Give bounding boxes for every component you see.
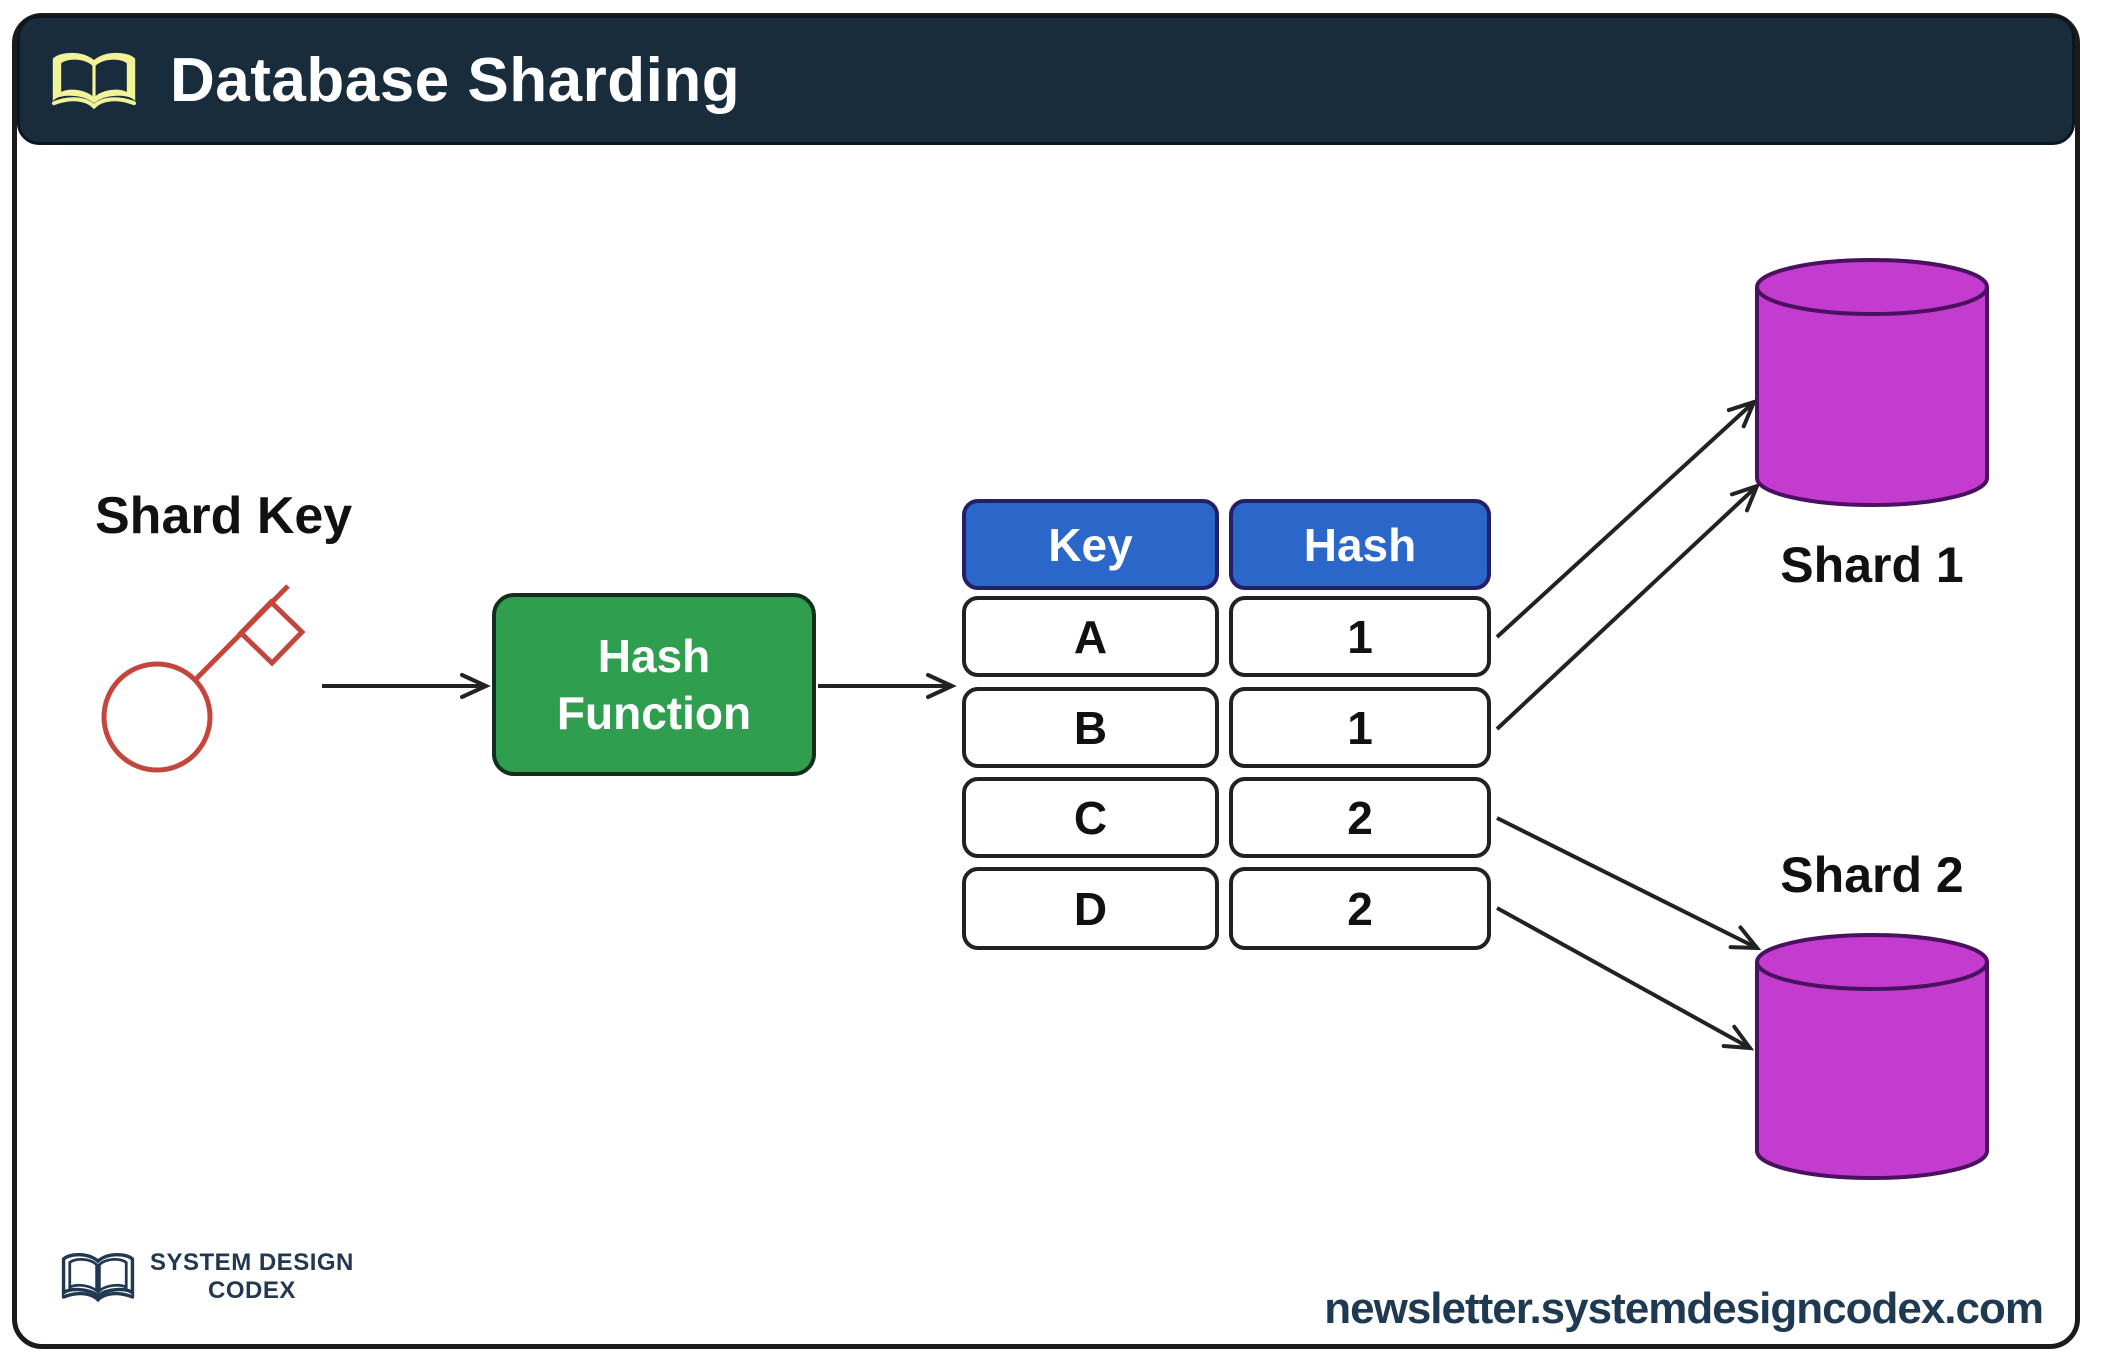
arrow-row-b-to-shard1 xyxy=(1495,482,1761,731)
page-title: Database Sharding xyxy=(170,45,741,115)
hash-function-label-line2: Function xyxy=(556,686,752,739)
table-cell-key-d: D xyxy=(962,867,1219,950)
hash-function-node: Hash Function xyxy=(492,593,816,776)
shard2-database-cylinder-icon xyxy=(1755,933,1989,1180)
shard-key-label: Shard Key xyxy=(95,487,353,545)
newsletter-url: newsletter.systemdesigncodex.com xyxy=(1324,1284,2044,1333)
logo-text: SYSTEM DESIGN CODEX xyxy=(150,1249,354,1305)
open-book-icon xyxy=(52,52,136,110)
table-cell-hash-b: 1 xyxy=(1229,687,1491,768)
table-cell-hash-c: 2 xyxy=(1229,777,1491,858)
arrow-row-d-to-shard2 xyxy=(1496,906,1755,1051)
hash-function-label-line1: Hash xyxy=(597,630,711,683)
table-header-key: Key xyxy=(962,499,1219,590)
table-cell-key-b: B xyxy=(962,687,1219,768)
arrow-row-a-to-shard1 xyxy=(1495,398,1758,639)
key-icon xyxy=(101,584,306,773)
shard1-label: Shard 1 xyxy=(1780,537,1964,593)
logo-line2: CODEX xyxy=(208,1277,296,1304)
shard2-label: Shard 2 xyxy=(1780,847,1964,903)
table-cell-key-a: A xyxy=(962,596,1219,677)
brand-logo: SYSTEM DESIGN CODEX xyxy=(56,1246,354,1308)
arrow-row-c-to-shard2 xyxy=(1496,816,1762,951)
table-cell-hash-d: 2 xyxy=(1229,867,1491,950)
logo-book-icon xyxy=(61,1252,135,1303)
table-cell-hash-a: 1 xyxy=(1229,596,1491,677)
table-header-hash: Hash xyxy=(1229,499,1491,590)
title-bar: Database Sharding xyxy=(17,15,2075,145)
outer-frame xyxy=(12,13,2080,1349)
logo-line1: SYSTEM DESIGN xyxy=(150,1249,354,1276)
table-cell-key-c: C xyxy=(962,777,1219,858)
shard1-database-cylinder-icon xyxy=(1755,258,1989,507)
